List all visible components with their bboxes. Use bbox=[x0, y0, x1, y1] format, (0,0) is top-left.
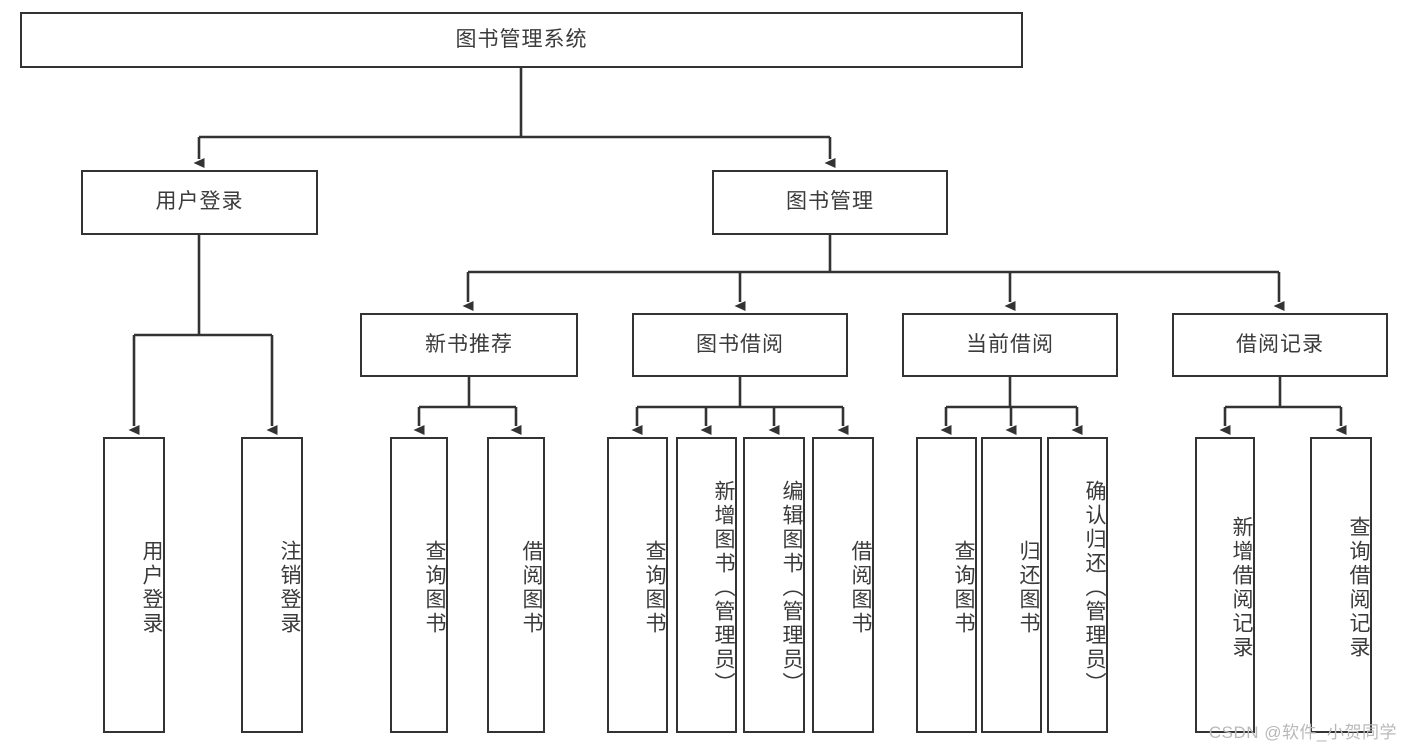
node-book-management[interactable]: 图书管理 bbox=[712, 170, 948, 235]
leaf-node[interactable]: 借阅图书 bbox=[487, 437, 545, 733]
node-root[interactable]: 图书管理系统 bbox=[20, 12, 1023, 68]
node-user-login[interactable]: 用户登录 bbox=[81, 170, 318, 235]
leaf-label: 新增借阅记录 bbox=[1230, 516, 1253, 660]
leaf-label: 查询图书 bbox=[643, 540, 666, 636]
leaf-node[interactable]: 用户登录 bbox=[103, 437, 165, 733]
leaf-label: 编辑图书（管理员） bbox=[780, 480, 803, 696]
leaf-node[interactable]: 新增图书（管理员） bbox=[676, 437, 737, 733]
leaf-node[interactable]: 注销登录 bbox=[241, 437, 303, 733]
leaf-label: 查询图书 bbox=[423, 540, 446, 636]
leaf-label: 归还图书 bbox=[1017, 540, 1040, 636]
leaf-label: 确认归还（管理员） bbox=[1083, 480, 1106, 696]
leaf-label: 注销登录 bbox=[278, 540, 301, 636]
node-root-label: 图书管理系统 bbox=[455, 27, 588, 51]
leaf-node[interactable]: 归还图书 bbox=[981, 437, 1042, 733]
leaf-node[interactable]: 查询借阅记录 bbox=[1310, 437, 1372, 733]
node-label: 借阅记录 bbox=[1236, 332, 1324, 356]
leaf-node[interactable]: 查询图书 bbox=[390, 437, 448, 733]
watermark: CSDN @软件_小贺同学 bbox=[1208, 723, 1397, 742]
node-book-borrow[interactable]: 图书借阅 bbox=[632, 313, 848, 377]
leaf-label: 借阅图书 bbox=[849, 540, 872, 636]
leaf-label: 借阅图书 bbox=[520, 540, 543, 636]
node-label: 图书管理 bbox=[786, 190, 874, 214]
node-borrow-record[interactable]: 借阅记录 bbox=[1172, 313, 1388, 377]
leaf-node[interactable]: 确认归还（管理员） bbox=[1047, 437, 1108, 733]
leaf-label: 用户登录 bbox=[140, 540, 163, 636]
leaf-label: 新增图书（管理员） bbox=[712, 480, 735, 696]
node-label: 图书借阅 bbox=[696, 332, 784, 356]
node-new-book-recommend[interactable]: 新书推荐 bbox=[360, 313, 578, 377]
leaf-node[interactable]: 编辑图书（管理员） bbox=[743, 437, 805, 733]
leaf-label: 查询借阅记录 bbox=[1347, 516, 1370, 660]
leaf-label: 查询图书 bbox=[952, 540, 975, 636]
leaf-node[interactable]: 新增借阅记录 bbox=[1195, 437, 1255, 733]
node-current-borrow[interactable]: 当前借阅 bbox=[902, 313, 1118, 377]
node-label: 新书推荐 bbox=[425, 332, 513, 356]
node-label: 用户登录 bbox=[155, 190, 244, 214]
leaf-node[interactable]: 查询图书 bbox=[916, 437, 977, 733]
node-label: 当前借阅 bbox=[966, 332, 1054, 356]
leaf-node[interactable]: 查询图书 bbox=[607, 437, 668, 733]
leaf-node[interactable]: 借阅图书 bbox=[812, 437, 874, 733]
